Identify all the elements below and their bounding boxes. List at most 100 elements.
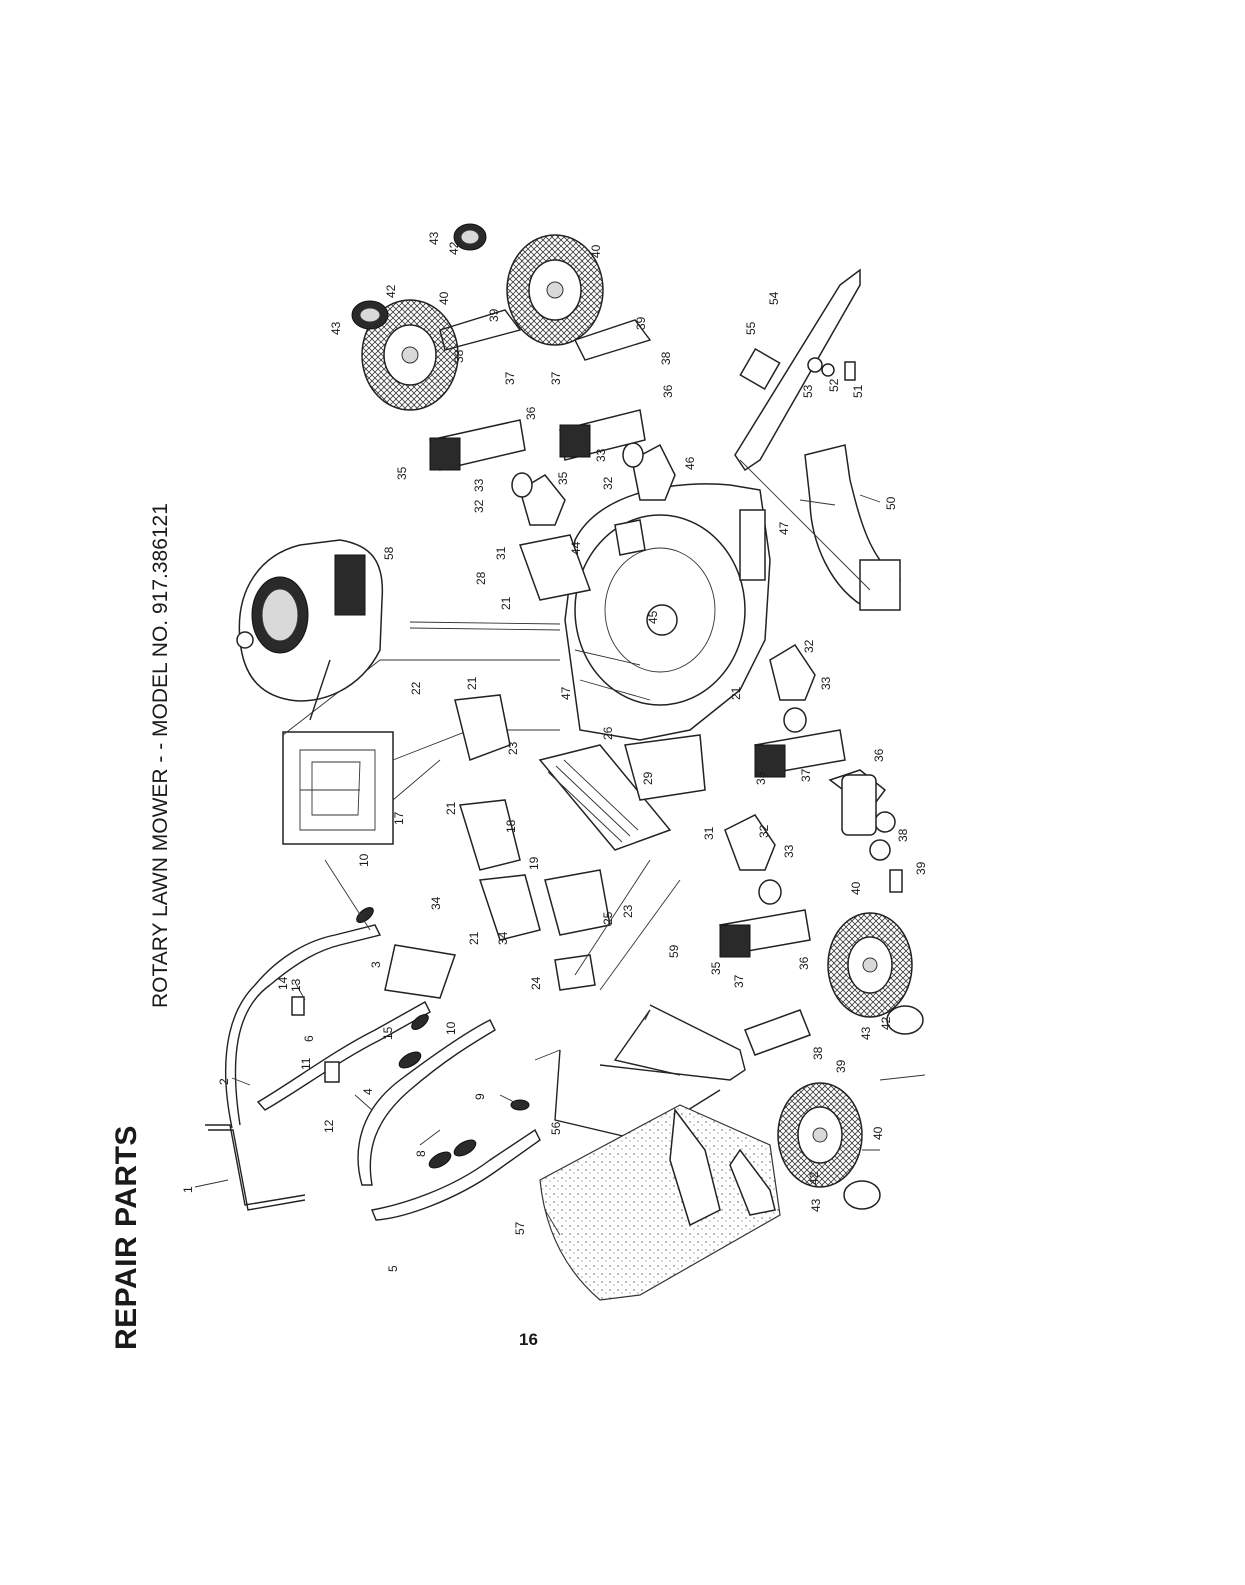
callout-8: 8 (414, 1150, 428, 1157)
leader-lines (194, 494, 926, 1236)
callout-55: 55 (744, 321, 758, 335)
callout-56: 56 (549, 1121, 563, 1135)
callout-38c: 38 (896, 828, 910, 842)
height-adjuster-front-left (429, 419, 566, 526)
lower-handle (205, 1124, 306, 1211)
upper-handle (224, 924, 431, 1129)
callout-31: 31 (494, 546, 508, 560)
grass-bag (539, 1104, 781, 1301)
chute-25 (544, 869, 611, 936)
blade (734, 268, 861, 472)
height-adjuster-rear-left (719, 814, 811, 1056)
callout-39: 39 (487, 308, 501, 322)
callout-18: 18 (504, 819, 518, 833)
wheel-front-right (453, 223, 604, 346)
callout-50: 50 (884, 496, 898, 510)
callout-47b: 47 (559, 686, 573, 700)
callout-21: 21 (465, 676, 479, 690)
callout-17: 17 (392, 811, 406, 825)
callout-33d: 33 (782, 844, 796, 858)
callout-59: 59 (667, 944, 681, 958)
control-box (282, 731, 394, 845)
callout-40c: 40 (849, 881, 863, 895)
callout-40: 40 (437, 291, 451, 305)
callout-39c: 39 (914, 861, 928, 875)
callout-32c: 32 (802, 639, 816, 653)
callout-19: 19 (527, 856, 541, 870)
callout-32: 32 (472, 499, 486, 513)
callout-labels: 1 2 3 4 5 6 8 9 10 10 11 12 13 14 15 17 … (181, 231, 928, 1272)
mulching-plug (804, 444, 902, 611)
callout-31b: 31 (702, 826, 716, 840)
callout-23: 23 (506, 741, 520, 755)
wheel-front-left (351, 299, 459, 411)
callout-36c: 36 (872, 748, 886, 762)
callout-58: 58 (382, 546, 396, 560)
callout-43: 43 (329, 321, 343, 335)
callout-15: 15 (381, 1026, 395, 1040)
height-adjuster-front-right (559, 409, 676, 501)
bracket-21 (478, 874, 541, 941)
callout-36b: 36 (661, 384, 675, 398)
callout-2: 2 (217, 1078, 231, 1085)
callout-43c: 43 (859, 1026, 873, 1040)
plate-44 (614, 519, 646, 556)
callout-34b: 34 (496, 931, 510, 945)
deflector-plate (384, 944, 457, 999)
plate-24 (554, 954, 596, 991)
callout-10: 10 (357, 853, 371, 867)
callout-38: 38 (452, 349, 466, 363)
callout-39b: 39 (634, 316, 648, 330)
axle-front-left (439, 309, 522, 351)
callout-21d: 21 (499, 596, 513, 610)
handle-section (357, 1019, 541, 1221)
bracket-22 (454, 694, 511, 761)
callout-36d: 36 (797, 956, 811, 970)
callout-39d: 39 (834, 1059, 848, 1073)
page-number: 16 (519, 1330, 538, 1349)
callout-33: 33 (472, 478, 486, 492)
callout-25: 25 (601, 911, 615, 925)
callout-26: 26 (601, 726, 615, 740)
callout-6: 6 (302, 1035, 316, 1042)
callout-43b: 43 (427, 231, 441, 245)
callout-11: 11 (299, 1057, 313, 1070)
callout-35c: 35 (754, 771, 768, 785)
callout-53: 53 (801, 384, 815, 398)
front-bracket-31 (518, 534, 592, 601)
axle-front-right (574, 319, 652, 361)
callout-44: 44 (569, 541, 583, 555)
callout-3: 3 (369, 961, 383, 968)
callout-42b: 42 (447, 241, 461, 255)
callout-42c: 42 (879, 1016, 893, 1030)
callout-21e: 21 (729, 686, 743, 700)
callout-37d: 37 (732, 974, 746, 988)
callout-46: 46 (683, 456, 697, 470)
callout-42: 42 (384, 284, 398, 298)
callout-24: 24 (529, 976, 543, 990)
callout-10b: 10 (444, 1021, 458, 1035)
mower-deck (564, 483, 771, 741)
callout-12: 12 (322, 1119, 336, 1133)
callout-57: 57 (513, 1221, 527, 1235)
callout-38b: 38 (659, 351, 673, 365)
axle-37-rear (841, 774, 903, 893)
callout-21c: 21 (467, 931, 481, 945)
callout-35: 35 (395, 466, 409, 480)
bag-frame (554, 1004, 746, 1141)
callout-21b: 21 (444, 801, 458, 815)
callout-40d: 40 (871, 1126, 885, 1140)
callout-35b: 35 (556, 471, 570, 485)
callout-14: 14 (276, 976, 290, 990)
callout-45: 45 (646, 610, 660, 624)
callout-29: 29 (641, 771, 655, 785)
callout-34: 34 (429, 896, 443, 910)
callout-47: 47 (777, 521, 791, 535)
callout-4: 4 (361, 1088, 375, 1095)
callout-23b: 23 (621, 904, 635, 918)
callout-37c: 37 (799, 768, 813, 782)
wheel-rear-right (827, 912, 924, 1035)
callout-52: 52 (827, 378, 841, 392)
callout-35d: 35 (709, 961, 723, 975)
callout-32b: 32 (601, 476, 615, 490)
